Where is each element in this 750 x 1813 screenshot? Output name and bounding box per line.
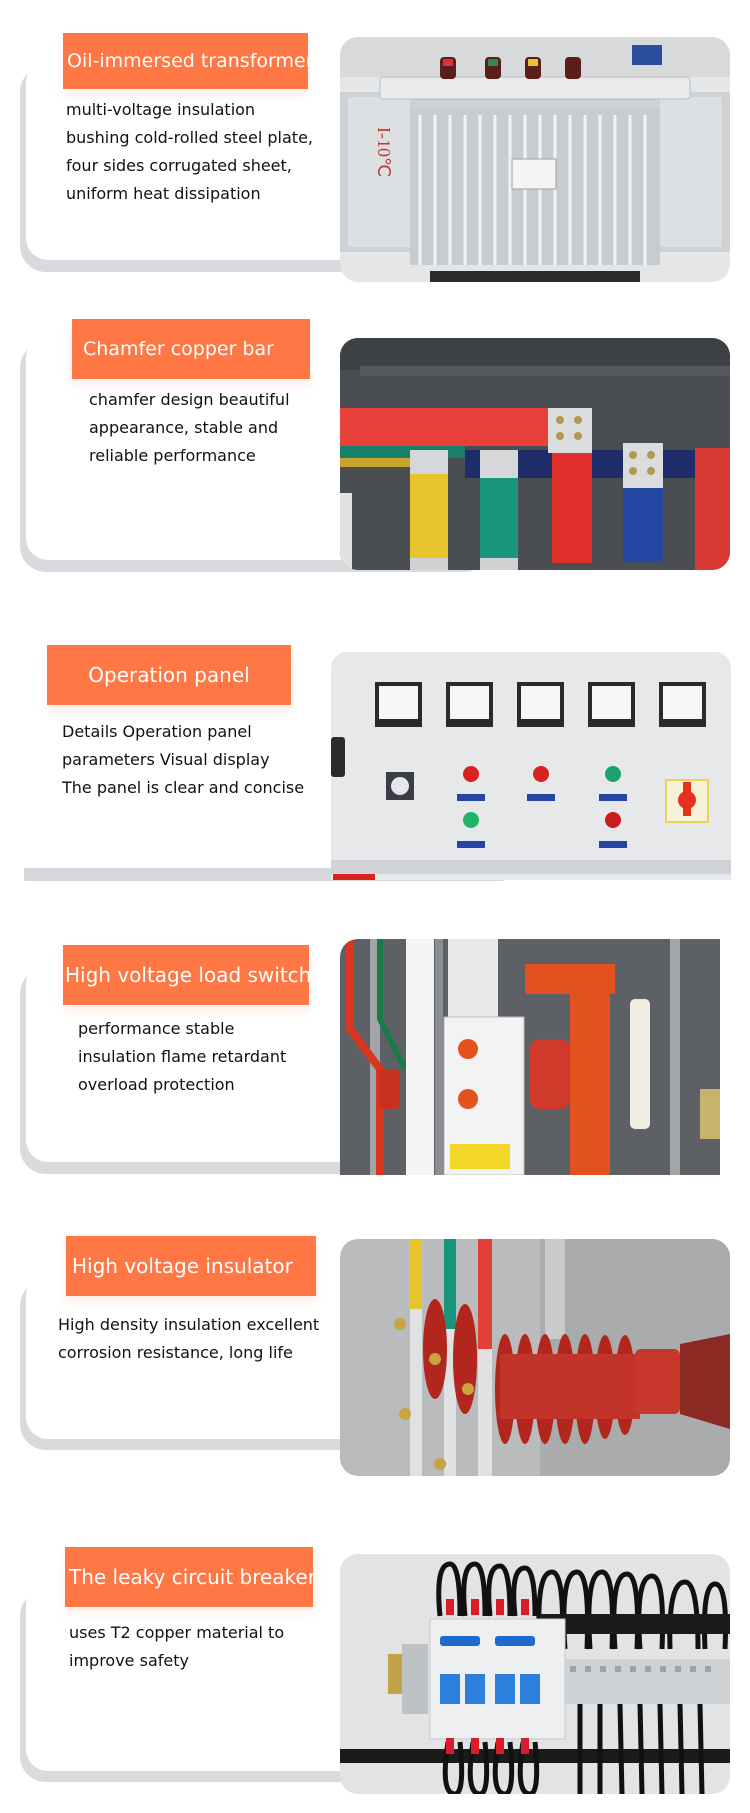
feature-description: uses T2 copper material to improve safet… [69, 1619, 284, 1675]
description-line: four sides corrugated sheet, [66, 156, 292, 175]
feature-section-high-voltage-insulator: High voltage insulator High density insu… [0, 1185, 750, 1476]
feature-title-text: Operation panel [88, 663, 250, 687]
svg-text:I-10℃: I-10℃ [374, 127, 394, 177]
description-line: uses T2 copper material to [69, 1623, 285, 1642]
feature-description: Details Operation panel parameters Visua… [62, 718, 304, 802]
feature-title: High voltage load switch [63, 945, 312, 1005]
description-line: chamfer design beautiful [89, 390, 290, 409]
description-line: multi-voltage insulation [66, 100, 256, 119]
description-line: Details Operation panel [62, 722, 252, 741]
feature-section-operation-panel: Operation panel Details Operation panel … [0, 620, 750, 910]
feature-section-high-voltage-load-switch: High voltage load switch performance sta… [0, 900, 750, 1185]
feature-description: performance stable insulation flame reta… [78, 1015, 286, 1099]
description-line: bushing cold-rolled steel plate, [66, 128, 313, 147]
description-line: appearance, stable and [89, 418, 279, 437]
description-line: insulation flame retardant [78, 1047, 287, 1066]
feature-title: Oil-immersed transformer [63, 33, 314, 89]
insulator-photo [340, 1239, 730, 1476]
feature-title-text: High voltage insulator [72, 1254, 293, 1278]
description-line: improve safety [69, 1651, 189, 1670]
feature-title: The leaky circuit breaker [65, 1547, 316, 1607]
feature-section-oil-immersed-transformer: Oil-immersed transformer multi-voltage i… [0, 0, 750, 290]
copper-bar-photo [340, 338, 730, 570]
feature-title: High voltage insulator [66, 1236, 316, 1296]
feature-title-text: Oil-immersed transformer [67, 49, 314, 72]
feature-description: chamfer design beautiful appearance, sta… [89, 386, 290, 470]
description-line: uniform heat dissipation [66, 184, 261, 203]
description-line: The panel is clear and concise [62, 778, 305, 797]
feature-title-text: Chamfer copper bar [83, 337, 274, 360]
operation-panel-photo [331, 652, 731, 880]
transformer-photo: I-10℃ [340, 37, 730, 282]
description-line: overload protection [78, 1075, 235, 1094]
feature-title-text: The leaky circuit breaker [69, 1565, 316, 1589]
load-switch-photo [340, 939, 720, 1175]
circuit-breaker-photo [340, 1554, 730, 1794]
description-line: corrosion resistance, long life [58, 1343, 293, 1362]
feature-section-chamfer-copper-bar: Chamfer copper bar chamfer design beauti… [0, 290, 750, 600]
description-line: parameters Visual display [62, 750, 270, 769]
feature-title-text: High voltage load switch [65, 963, 312, 987]
feature-description: High density insulation excellent corros… [58, 1311, 319, 1367]
description-line: reliable performance [89, 446, 256, 465]
feature-title: Operation panel [47, 645, 291, 705]
description-line: High density insulation excellent [58, 1315, 320, 1334]
feature-section-leaky-circuit-breaker: The leaky circuit breaker uses T2 copper… [0, 1475, 750, 1813]
feature-title: Chamfer copper bar [72, 319, 310, 379]
description-line: performance stable [78, 1019, 235, 1038]
feature-description: multi-voltage insulation bushing cold-ro… [66, 96, 313, 208]
